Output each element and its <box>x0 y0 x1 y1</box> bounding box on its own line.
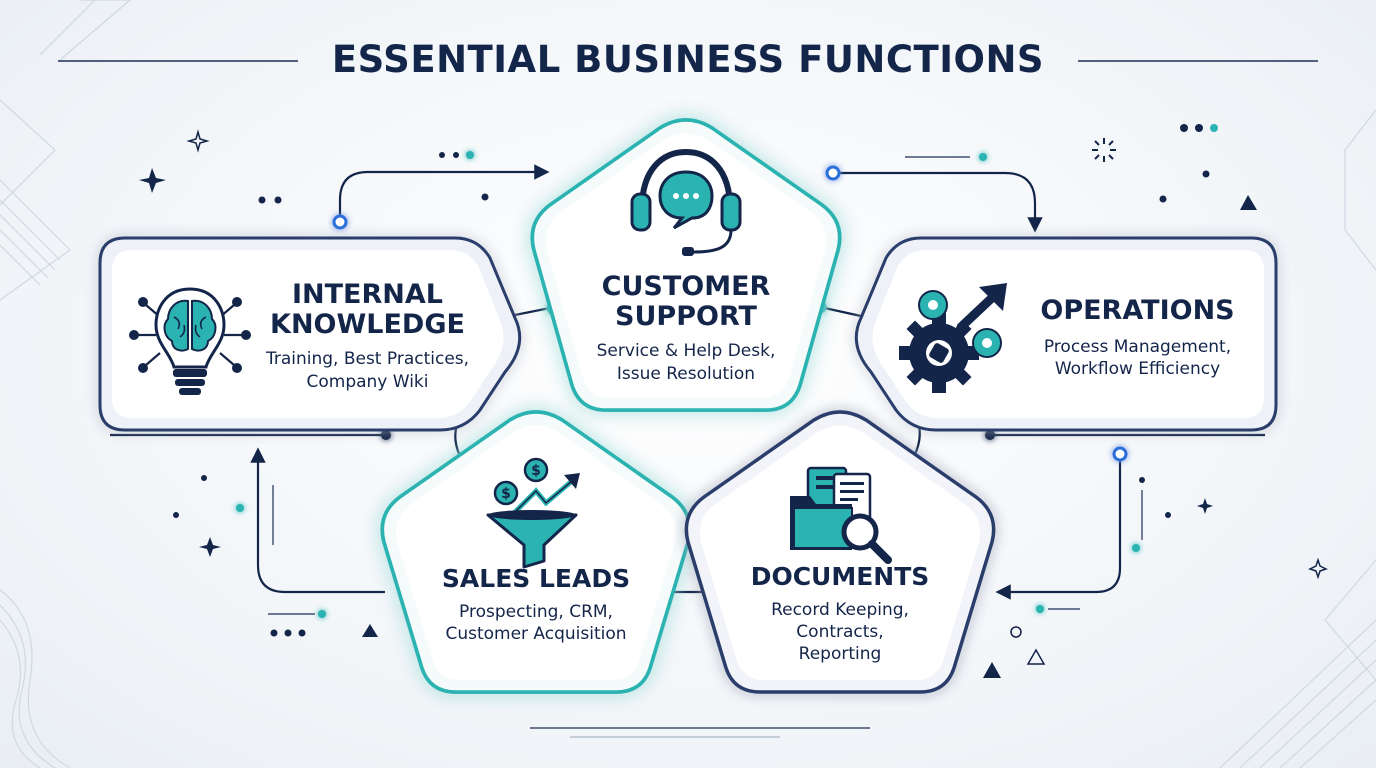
background-decoration-left <box>0 0 131 768</box>
connector-support-to-operations <box>833 171 1043 233</box>
operations-title-line-1: OPERATIONS <box>1040 295 1235 326</box>
gears-arrow-icon <box>899 283 1007 393</box>
customer-support-title-line-2: SUPPORT <box>615 301 757 333</box>
internal-knowledge-text: INTERNAL KNOWLEDGE Training, Best Practi… <box>250 279 485 393</box>
sales-leads-desc-line-2: Customer Acquisition <box>445 624 627 645</box>
operations-desc-line-2: Workflow Efficiency <box>1054 359 1221 380</box>
operations-description: Process Management, Workflow Efficiency <box>1020 336 1255 380</box>
internal-knowledge-desc-line-1: Training, Best Practices, <box>265 349 470 370</box>
documents-title: DOCUMENTS <box>720 563 960 591</box>
page-title: ESSENTIAL BUSINESS FUNCTIONS <box>331 38 1045 81</box>
lightbulb-brain-icon <box>129 287 251 395</box>
customer-support-description: Service & Help Desk, Issue Resolution <box>566 340 806 384</box>
sales-leads-desc-line-1: Prospecting, CRM, <box>459 602 613 622</box>
customer-support-title: CUSTOMER SUPPORT <box>566 271 806 333</box>
funnel-dollar-icon: $ $ <box>486 457 580 569</box>
internal-knowledge-description: Training, Best Practices, Company Wiki <box>250 348 485 392</box>
sales-leads-title-line-1: SALES LEADS <box>441 564 631 593</box>
svg-text:$: $ <box>501 486 511 502</box>
customer-support-desc-line-1: Service & Help Desk, <box>596 341 776 362</box>
card-internal-knowledge[interactable] <box>98 236 522 432</box>
sales-leads-title: SALES LEADS <box>416 565 656 593</box>
connector-sales-to-knowledge <box>250 447 385 594</box>
sales-leads-description: Prospecting, CRM, Customer Acquisition <box>416 601 656 645</box>
operations-title: OPERATIONS <box>1020 295 1255 326</box>
documents-desc-line-1: Record Keeping, <box>771 600 909 620</box>
svg-text:$: $ <box>531 463 541 479</box>
documents-description: Record Keeping, Contracts, Reporting <box>720 599 960 665</box>
decorative-sparkles <box>139 124 1328 678</box>
background-decoration-right <box>1219 109 1376 768</box>
internal-knowledge-title: INTERNAL KNOWLEDGE <box>250 279 485 341</box>
internal-knowledge-title-line-1: INTERNAL <box>292 279 443 310</box>
card-documents[interactable] <box>684 410 996 694</box>
page-title-wrap: ESSENTIAL BUSINESS FUNCTIONS <box>0 38 1376 81</box>
documents-text: DOCUMENTS Record Keeping, Contracts, Rep… <box>720 563 960 665</box>
documents-desc-line-3: Reporting <box>798 644 882 665</box>
documents-title-line-1: DOCUMENTS <box>750 562 930 591</box>
connector-operations-to-documents <box>995 454 1122 600</box>
customer-support-title-line-1: CUSTOMER <box>601 271 771 302</box>
internal-knowledge-desc-line-2: Company Wiki <box>306 371 429 392</box>
customer-support-text: CUSTOMER SUPPORT Service & Help Desk, Is… <box>566 271 806 385</box>
sales-leads-text: SALES LEADS Prospecting, CRM, Customer A… <box>416 565 656 645</box>
headset-chat-icon <box>630 148 742 256</box>
card-customer-support[interactable] <box>530 118 842 412</box>
operations-text: OPERATIONS Process Management, Workflow … <box>1020 295 1255 380</box>
connector-knowledge-to-support <box>338 164 550 220</box>
customer-support-desc-line-2: Issue Resolution <box>616 363 756 384</box>
folder-search-icon <box>790 466 892 564</box>
operations-desc-line-1: Process Management, <box>1043 337 1232 358</box>
documents-desc-line-2: Contracts, <box>796 622 884 643</box>
internal-knowledge-title-line-2: KNOWLEDGE <box>270 309 465 341</box>
